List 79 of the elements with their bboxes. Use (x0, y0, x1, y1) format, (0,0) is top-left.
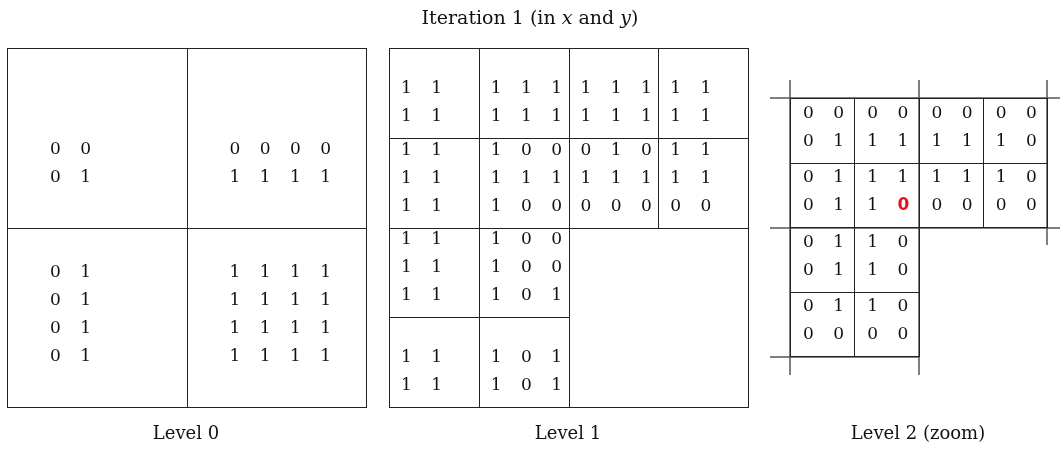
digit-row-text: 1 1 (670, 103, 713, 127)
matrix-cell (982, 98, 1048, 164)
digit-row-text: 1 0 0 (490, 193, 563, 217)
digit-row-text: 0 0 (803, 100, 846, 124)
matrix-cell (186, 227, 367, 408)
digit-row-text: 0 0 0 0 (229, 136, 332, 160)
digit-row-text: 1 1 (401, 373, 444, 396)
digit-row-text: 1 1 1 (490, 165, 563, 189)
digit-row-text: 1 1 (401, 283, 444, 307)
digit-row-text: 1 1 (401, 193, 444, 217)
digit-row-text: 1 0 (995, 128, 1038, 152)
digit-row-text: 1 0 0 (490, 137, 563, 161)
digit-row-text: 1 1 (670, 165, 713, 189)
digit-row-text: 0 0 (931, 100, 974, 124)
matrix-cell (7, 227, 188, 408)
digit-row-text: 0 0 (995, 100, 1038, 124)
digit-row-text: 1 0 1 (490, 373, 563, 396)
digit-row-text: 0 1 (50, 344, 93, 367)
digit-row-text: 0 1 (50, 260, 93, 283)
digit-row-text: 0 0 (995, 193, 1038, 216)
digit-row-text: 0 1 (50, 164, 93, 188)
digit-row-text: 1 1 1 (490, 103, 563, 127)
digit-row-text: 1 1 (867, 128, 910, 152)
digit-row-text: 0 1 0 (580, 137, 653, 161)
digit-row-text: 0 1 (803, 128, 846, 152)
digit-row-text: 0 1 (803, 257, 846, 281)
digit-row-text: 1 0 (867, 257, 910, 281)
digit-row-text: 1 0 0 (490, 255, 563, 279)
digit-row-text: 0 0 0 (580, 193, 653, 217)
digit-row-text: 1 0 1 (490, 345, 563, 368)
matrix-cell (982, 162, 1048, 228)
digit-row-text: 1 1 1 (580, 75, 653, 99)
digit-row-text: 1 1 1 1 (229, 164, 332, 188)
digit-row-text: 1 0 (867, 294, 910, 317)
digit-row-text: 1 1 (931, 165, 974, 188)
matrix-cell (790, 291, 856, 357)
digit-row-text: 1 1 1 (490, 75, 563, 99)
digit-row-text: 1 1 (867, 165, 910, 188)
matrix-cell (854, 291, 920, 357)
digit-row-text: 1 1 (401, 227, 444, 251)
digit-row-text: 1 1 (401, 345, 444, 368)
digit-row-text: 1 1 1 (580, 165, 653, 189)
digit-row-text: 1 1 (670, 137, 713, 161)
panel-caption: Level 1 (534, 422, 602, 443)
digit-row-text: 1 1 (401, 255, 444, 279)
digit-row-text: 1 1 (401, 165, 444, 189)
digit-row-text: 1 0 (867, 229, 910, 253)
digit-row-text: 0 1 (803, 229, 846, 253)
digit-row-text: 1 0 1 (490, 283, 563, 307)
digit-row-text: 1 1 1 (580, 103, 653, 127)
digit-row-text: 1 1 1 1 (229, 344, 332, 367)
digit-row-text: 0 0 (867, 322, 910, 345)
digit-row-text: 1 1 1 1 (229, 316, 332, 339)
digit-row-text: 1 1 1 1 (229, 288, 332, 311)
digit-row-text: 0 1 (803, 165, 846, 188)
digit-row-text: 1 1 (401, 103, 444, 127)
digit-row-text: 0 0 (670, 193, 713, 217)
digit-row-text: 0 0 (803, 322, 846, 345)
digit-row-text: 1 1 (401, 75, 444, 99)
digit-row-text: 1 1 (931, 128, 974, 152)
digit-row-text: 0 0 (867, 100, 910, 124)
digit-row-text: 1 1 (401, 137, 444, 161)
digit-row-text: 1 1 1 1 (229, 260, 332, 283)
digit-row-text: 1 0 (995, 165, 1038, 188)
matrix-cell (186, 48, 367, 229)
matrix-cell (7, 48, 188, 229)
digit-row-text: 0 1 (803, 193, 846, 216)
panel-caption: Level 2 (zoom) (850, 422, 986, 443)
digit-row-text: 0 1 (50, 288, 93, 311)
digit-row-text: 1 1 (670, 75, 713, 99)
panel-caption: Level 0 (152, 422, 220, 443)
digit-row-text: 0 1 (803, 294, 846, 317)
digit-row-text: 1 0 (867, 193, 911, 216)
digit-row-text: 0 1 (50, 316, 93, 339)
digit-row-text: 0 0 (50, 136, 93, 160)
digit-row-text: 0 0 (931, 193, 974, 216)
matrix-cell (790, 98, 856, 164)
digit-row-text: 1 0 0 (490, 227, 563, 251)
title: Iteration 1 (in x and y) (421, 6, 639, 28)
